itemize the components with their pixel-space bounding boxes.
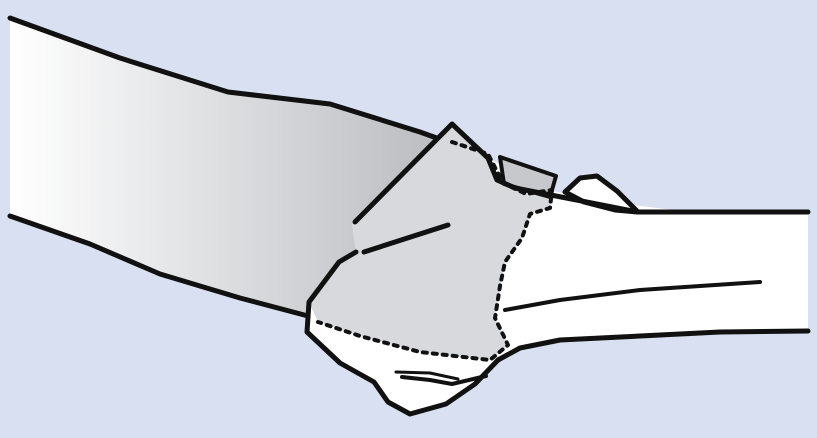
handshake-bandage-illustration bbox=[0, 0, 817, 438]
illustration-canvas bbox=[0, 0, 817, 438]
